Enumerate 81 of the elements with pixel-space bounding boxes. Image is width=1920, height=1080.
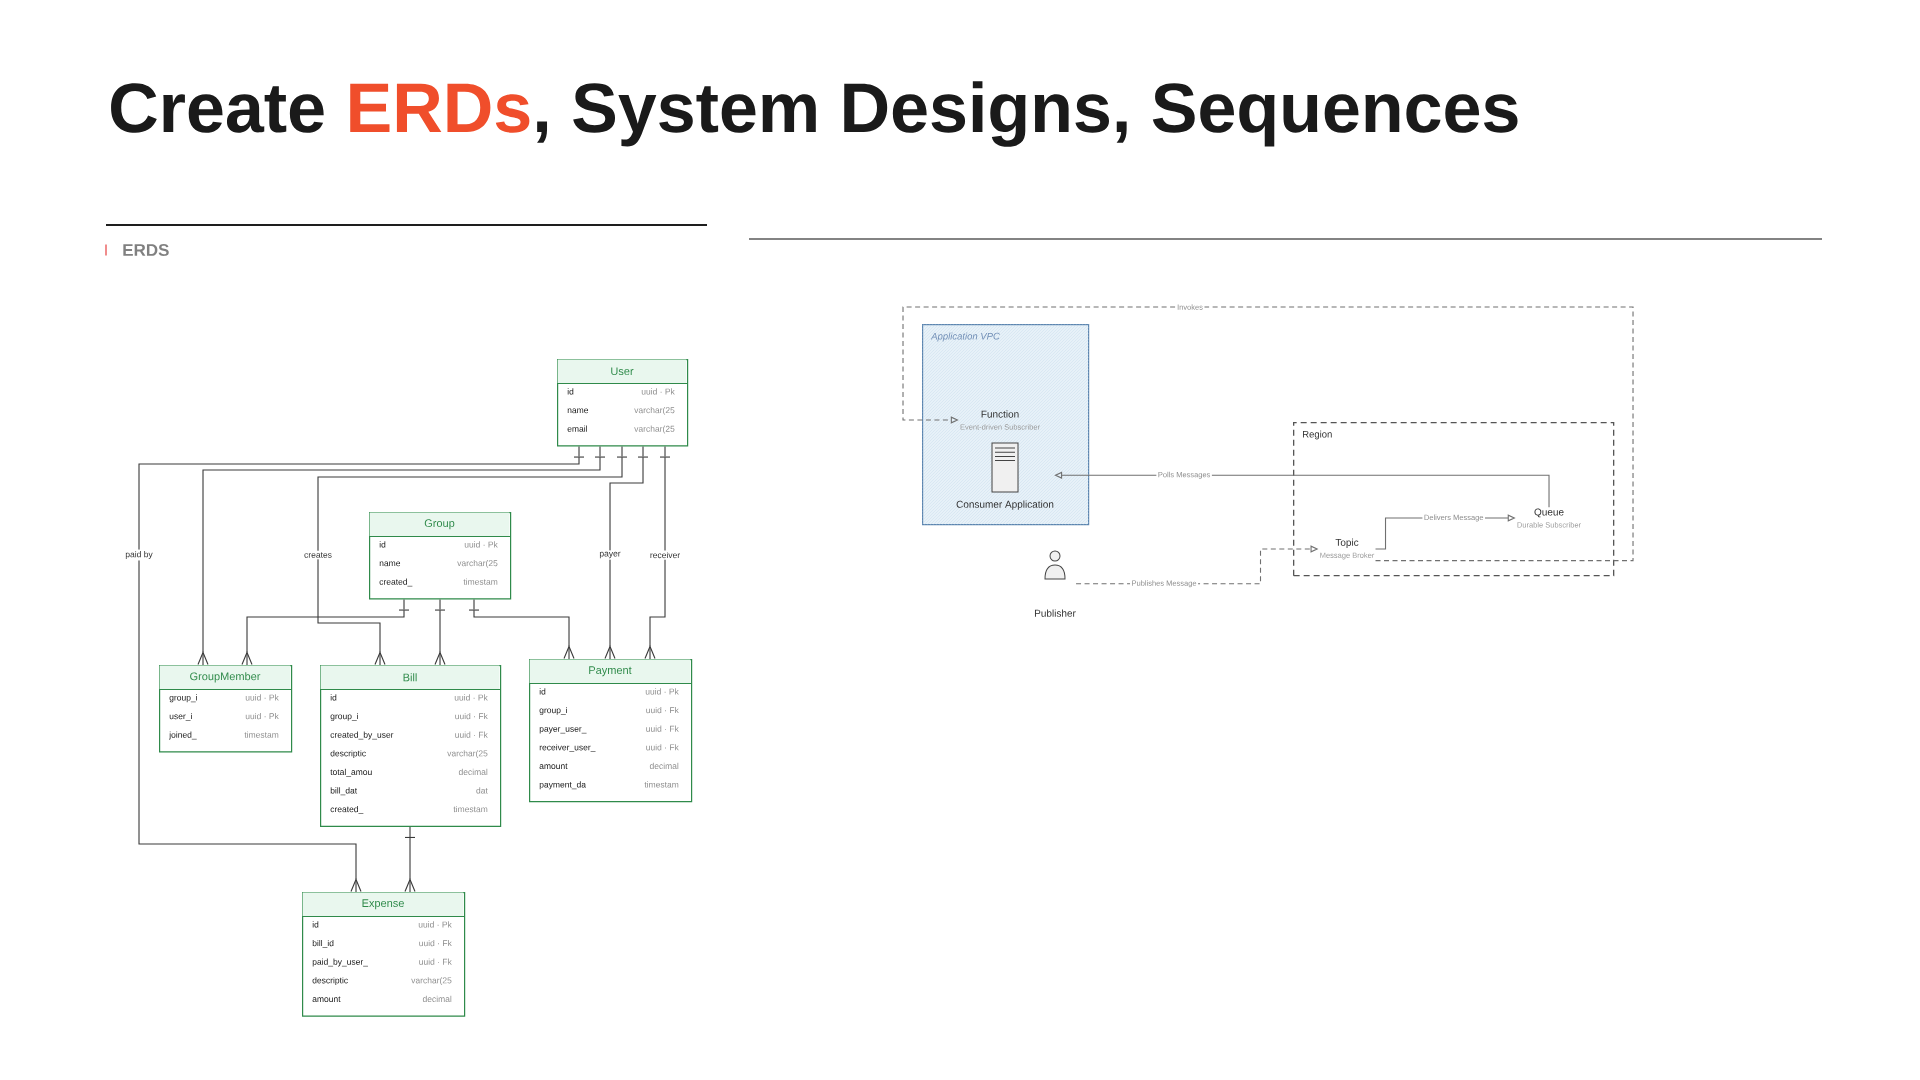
field-type: timestam [453,805,488,813]
field-type: uuid · Fk [646,744,679,751]
field-name: user_i [169,712,192,721]
relationship-line [604,445,649,660]
field-type: varchar(25 [457,559,498,568]
box-title: Application VPC [930,332,1000,342]
field-type: uuid · Pk [645,688,679,695]
relationship-line [468,598,575,660]
field-name: email [567,425,587,432]
field-type: timestam [644,781,679,788]
field-name: group_i [169,694,197,703]
field-type: uuid · Pk [418,921,452,928]
field-name: payment_da [539,781,586,790]
field-type: uuid · Pk [454,694,488,701]
field-name: id [379,541,386,548]
field-type: uuid · Fk [455,731,488,738]
field-type: decimal [649,762,679,769]
field-name: amount [312,996,341,1002]
field-type: varchar(25 [634,425,675,434]
relationship-line [644,445,671,660]
relationship-line [197,445,606,666]
entity-name: Payment [589,666,632,677]
edge-label: creates [302,550,334,560]
field-name: joined_ [169,731,197,740]
field-name: id [539,688,546,695]
entity-name: User [611,367,634,376]
field-type: uuid · Pk [245,712,279,720]
field-type: dat [476,787,488,794]
entity-name: Bill [403,673,417,682]
field-name: name [567,408,589,414]
field-name: descriptic [312,977,348,986]
field-type: varchar(25 [634,406,675,415]
entity-name: GroupMember [190,672,261,683]
field-type: uuid · Fk [646,706,679,714]
field-name: descriptic [330,750,366,759]
relationship-line [138,445,585,893]
edge-label: receiver [648,550,682,560]
field-name: amount [539,763,568,769]
field-name: created_ [330,805,364,814]
relationship-line [404,826,416,893]
field-name: created_by_user [330,731,394,740]
field-name: paid_by_user_ [312,958,369,967]
field-type: uuid · Fk [419,958,452,965]
field-type: uuid · Fk [419,939,452,947]
field-type: decimal [458,768,488,775]
field-name: bill_dat [330,787,358,796]
field-name: id [312,921,319,928]
field-name: group_i [330,712,358,721]
relationship-line [434,598,446,666]
field-type: varchar(25 [411,977,452,986]
field-name: id [567,388,574,395]
field-name: created_ [379,578,413,587]
field-name: name [379,561,401,567]
arrow [902,306,1634,562]
field-type: uuid · Pk [641,388,675,395]
entity-name: Group [424,519,455,530]
edge-label: payer [597,550,623,560]
field-type: timestam [463,578,498,585]
page-title: Create ERDs, System Designs, Sequences [111,81,1518,147]
field-name: payer_user_ [539,727,587,734]
icon-caption: Consumer Application [956,500,1054,510]
icon-caption: Publisher [1035,609,1076,617]
field-type: decimal [422,995,452,1002]
relationship-line [317,445,628,666]
field-name: bill_id [312,939,334,948]
arrow [1054,471,1550,508]
field-name: total_amou [330,768,372,777]
field-type: timestam [244,731,279,738]
field-type: uuid · Pk [464,541,498,548]
section-label: ERDS [123,244,169,257]
field-name: receiver_user_ [539,744,596,752]
box-title: Region [1303,430,1332,440]
field-type: varchar(25 [447,750,488,759]
field-name: group_i [539,706,567,715]
entity-name: Expense [362,899,404,910]
relationship-line [241,598,410,666]
edge-label: paid by [123,549,155,561]
field-type: uuid · Pk [245,694,279,701]
field-type: uuid · Fk [455,712,488,720]
field-type: uuid · Fk [646,725,679,732]
field-name: id [330,694,337,701]
